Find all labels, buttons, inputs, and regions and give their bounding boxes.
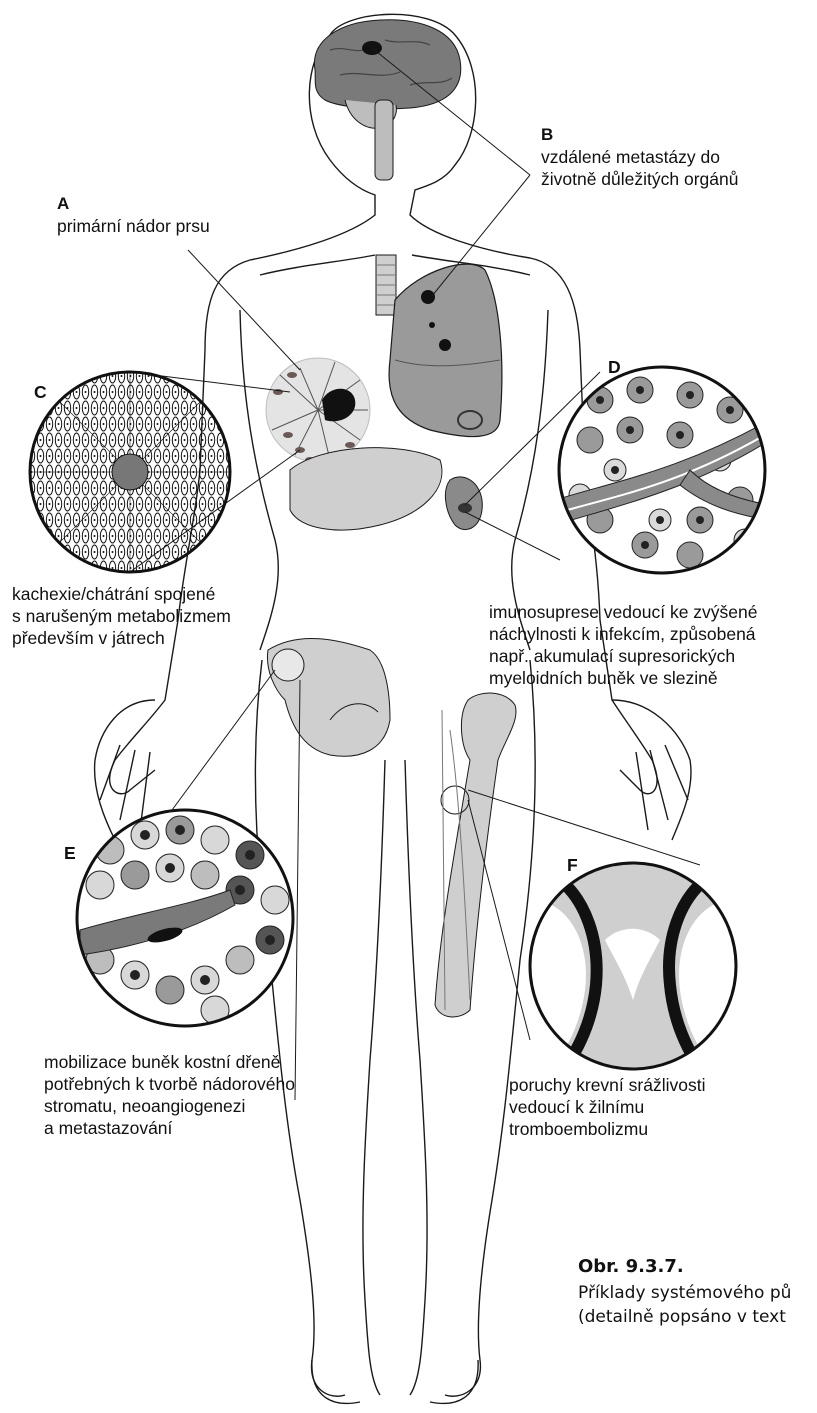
- label-e-line-2: potřebných k tvorbě nádorového: [44, 1073, 295, 1095]
- inset-e-circle: [77, 810, 293, 1026]
- label-c-line-3: především v játrech: [12, 627, 231, 649]
- label-e-line-3: stromatu, neoangiogenezi: [44, 1095, 295, 1117]
- torso-left: [240, 310, 278, 650]
- label-b-line-1: vzdálené metastázy do: [541, 146, 738, 168]
- inset-c-circle: [20, 360, 240, 590]
- brainstem: [375, 100, 393, 180]
- inset-d-circle: [555, 367, 770, 573]
- label-a-line-1: primární nádor prsu: [57, 215, 210, 237]
- lung-metastasis-1: [421, 290, 435, 304]
- label-f: poruchy krevní srážlivosti vedoucí k žil…: [509, 1074, 705, 1140]
- label-d: imunosuprese vedoucí ke zvýšené náchylno…: [489, 601, 757, 689]
- trachea: [376, 255, 396, 315]
- spleen: [445, 477, 482, 530]
- lung-metastasis-3: [429, 322, 435, 328]
- label-f-line-3: tromboembolizmu: [509, 1118, 705, 1140]
- liver: [290, 448, 442, 530]
- figure-caption-line-2: (detailně popsáno v text: [578, 1307, 786, 1327]
- label-d-letter: D: [608, 356, 621, 378]
- leg-left-inner: [363, 760, 385, 1395]
- label-d-line-2: náchylnosti k infekcím, způsobená: [489, 623, 757, 645]
- label-f-line-1: poruchy krevní srážlivosti: [509, 1074, 705, 1096]
- label-e-letter: E: [64, 842, 76, 864]
- lung-metastasis-2: [439, 339, 451, 351]
- label-a: A primární nádor prsu: [57, 193, 210, 237]
- label-b-line-2: životně důležitých orgánů: [541, 168, 738, 190]
- label-e-line-1: mobilizace buněk kostní dřeně: [44, 1051, 295, 1073]
- label-d-line-4: myeloidních buněk ve slezině: [489, 667, 757, 689]
- leg-left: [255, 660, 345, 1396]
- inset-f-circle: [525, 863, 745, 1075]
- label-c: kachexie/chátrání spojené s narušeným me…: [12, 583, 231, 649]
- label-d-line-1: imunosuprese vedoucí ke zvýšené: [489, 601, 757, 623]
- lung: [389, 264, 502, 436]
- torso-right: [512, 310, 548, 650]
- figure-caption-line-1: Příklady systémového pů: [578, 1283, 791, 1303]
- femur: [435, 693, 516, 1017]
- leg-right-inner: [405, 760, 427, 1395]
- label-e-line-4: a metastazování: [44, 1117, 295, 1139]
- label-a-letter: A: [57, 193, 210, 215]
- figure-caption-title: Obr. 9.3.7.: [578, 1256, 684, 1277]
- breast-tumor: [266, 358, 370, 463]
- label-f-letter: F: [567, 854, 578, 876]
- hand-right: [612, 700, 691, 840]
- pelvis: [267, 638, 390, 756]
- label-e: mobilizace buněk kostní dřeně potřebných…: [44, 1051, 295, 1139]
- label-c-line-2: s narušeným metabolizmem: [12, 605, 231, 627]
- label-f-line-2: vedoucí k žilnímu: [509, 1096, 705, 1118]
- label-b-letter: B: [541, 124, 738, 146]
- label-d-line-3: např. akumulací supresorických: [489, 645, 757, 667]
- label-b: B vzdálené metastázy do životně důležitý…: [541, 124, 738, 190]
- brain: [314, 20, 460, 180]
- label-c-letter: C: [34, 381, 47, 403]
- label-c-line-1: kachexie/chátrání spojené: [12, 583, 231, 605]
